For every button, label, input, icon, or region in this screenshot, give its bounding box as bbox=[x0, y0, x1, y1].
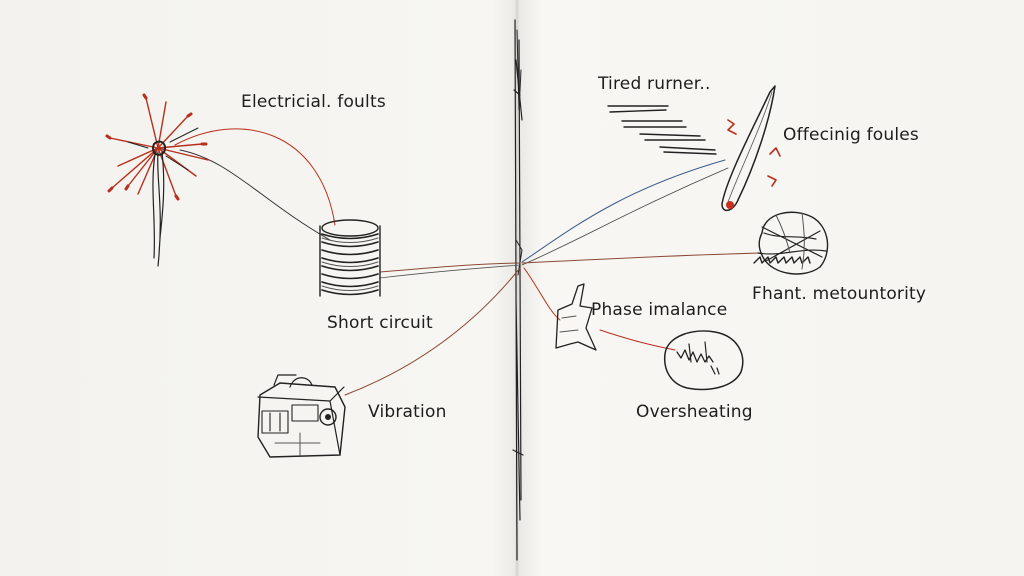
label-vibration: Vibration bbox=[368, 402, 447, 422]
label-phant-metountority: Fhant. metountority bbox=[752, 284, 927, 304]
motor-icon bbox=[257, 374, 346, 458]
connector-hub-to-ball bbox=[521, 252, 761, 264]
flag-icon bbox=[555, 283, 597, 351]
coil-icon bbox=[319, 219, 381, 297]
label-phase-imbalance: Phase imalance bbox=[591, 300, 728, 320]
spark-burst-icon bbox=[105, 93, 209, 267]
tangled-ball-icon bbox=[753, 211, 829, 275]
connector-lines bbox=[174, 128, 761, 396]
blob-icon bbox=[663, 330, 744, 391]
label-electrical-faults: Electricial. foults bbox=[241, 92, 386, 112]
label-overheating: Oversheating bbox=[636, 402, 753, 422]
label-offecinig-foules: Offecinig foules bbox=[783, 125, 919, 145]
connector-motor-to-hub bbox=[344, 267, 521, 396]
connector-hub-to-needle bbox=[521, 159, 726, 263]
connector-spark-to-coil-2 bbox=[179, 149, 331, 241]
label-tired-runner: Tired rurner.. bbox=[598, 74, 711, 94]
connector-flag-to-blob bbox=[599, 329, 676, 351]
notebook-spine bbox=[512, 0, 524, 576]
connector-hub-to-flag bbox=[523, 267, 561, 321]
connector-coil-to-hub bbox=[379, 262, 521, 273]
needle-icon bbox=[721, 85, 776, 212]
label-short-circuit: Short circuit bbox=[327, 313, 433, 333]
connector-spark-to-coil bbox=[174, 128, 336, 226]
speed-lines-icon bbox=[607, 105, 781, 187]
